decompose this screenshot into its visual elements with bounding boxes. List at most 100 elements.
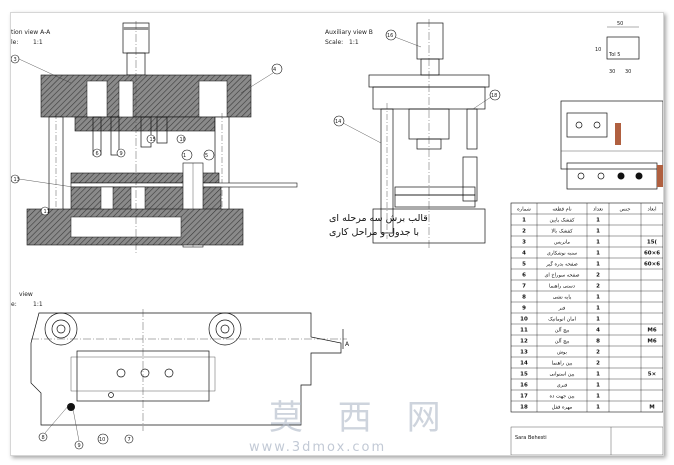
dim-30-right: 30 — [625, 69, 631, 75]
table-cell: 1 — [596, 394, 600, 400]
table-cell: 5× — [648, 372, 656, 378]
balloon: 6 — [96, 151, 99, 157]
table-cell: 1 — [596, 372, 600, 378]
table-cell: 5 — [522, 262, 526, 268]
balloon: 7 — [128, 437, 131, 443]
dim-50: 50 — [617, 21, 623, 27]
table-cell: 17 — [520, 394, 528, 400]
table-cell: 1 — [596, 405, 600, 411]
strip-layout — [560, 100, 663, 190]
table-cell: 15 — [520, 372, 528, 378]
table-cell: مهره قفل — [552, 405, 573, 411]
table-cell: 2 — [596, 284, 600, 290]
table-cell: 2 — [522, 229, 526, 235]
table-cell: فنر — [558, 306, 566, 312]
balloon: 4 — [273, 67, 276, 73]
table-cell: فنری — [557, 383, 568, 389]
table-cell: 1 — [596, 240, 600, 246]
balloon: 9 — [120, 151, 123, 157]
table-cell: صفحه سوراخ ای — [545, 273, 580, 279]
table-cell: امان اتوماتیک — [548, 317, 576, 323]
top-balloons: 8 9 10 7 — [38, 404, 134, 450]
table-header: شماره — [517, 207, 531, 213]
designer-name: Sara Behesti — [515, 435, 547, 441]
table-cell: 4 — [522, 251, 526, 257]
table-cell: 11 — [520, 328, 528, 334]
table-cell: صفحه بدره گیر — [545, 261, 578, 268]
balloon: 3 — [14, 57, 17, 63]
balloon: 18 — [491, 93, 497, 99]
table-cell: پین راهنما — [552, 361, 573, 367]
table-cell: پین استوانی — [550, 372, 576, 378]
balloon: 10 — [99, 437, 105, 443]
table-cell: 60×6 — [644, 251, 660, 257]
balloon: 9 — [78, 443, 81, 449]
table-cell: 2 — [596, 350, 600, 356]
balloon: 1 — [183, 153, 186, 159]
auxiliary-view: Auxiliary view B Scale: 1:1 16 18 14 — [325, 19, 501, 249]
table-header: جنس — [620, 207, 631, 213]
balloon: 8 — [42, 435, 45, 441]
table-header: نام قطعه — [552, 207, 571, 213]
table-cell: 2 — [596, 361, 600, 367]
top-view-title: view — [19, 291, 33, 298]
table-cell: سنبه نوشکاری — [547, 251, 577, 257]
table-cell: 16 — [520, 383, 528, 389]
annotation-line-2: با جدول و مراحل کاری — [329, 227, 419, 238]
table-header: ابعاد — [648, 207, 657, 213]
balloon: 10 — [180, 137, 186, 143]
dim-30-left: 30 — [609, 69, 615, 75]
table-cell: 8 — [596, 339, 600, 345]
table-cell: 6 — [522, 273, 526, 279]
auxiliary-view-scale: 1:1 — [349, 39, 359, 46]
table-cell: M — [649, 405, 654, 411]
table-cell: پیچ آلن — [555, 338, 570, 345]
table-cell: پایه تشی — [553, 295, 572, 301]
table-cell: M6 — [647, 328, 656, 334]
engineering-drawing: tion view A-A le: 1:1 — [11, 19, 663, 455]
table-cell: کفشک بالا — [551, 229, 573, 235]
table-cell: 3 — [522, 240, 526, 246]
table-cell: 1 — [596, 295, 600, 301]
top-view-scale: 1:1 — [33, 301, 43, 308]
balloon: 16 — [387, 33, 393, 39]
table-cell: 1 — [596, 262, 600, 268]
section-view-title: tion view A-A — [11, 29, 51, 36]
table-cell: 2 — [596, 273, 600, 279]
dim-10: 10 — [595, 47, 601, 53]
section-marker: A — [345, 341, 350, 348]
table-cell: 10 — [520, 317, 528, 323]
auxiliary-view-scale-label: Scale: — [325, 39, 343, 46]
watermark-url: www.3dmox.com — [249, 440, 386, 455]
table-cell: 14 — [520, 361, 528, 367]
balloon: 13 — [14, 177, 20, 183]
table-cell: 1 — [596, 218, 600, 224]
table-cell: 7 — [522, 284, 526, 290]
section-view: tion view A-A le: 1:1 — [11, 21, 298, 253]
table-cell: 1 — [596, 229, 600, 235]
section-view-scale-label: le: — [11, 39, 18, 46]
table-cell: 9 — [522, 306, 526, 312]
top-view-scale-label: e: — [11, 301, 17, 308]
table-cell: M6 — [647, 339, 656, 345]
auxiliary-balloons: 16 18 14 — [333, 29, 501, 144]
drawing-sheet: tion view A-A le: 1:1 — [10, 12, 664, 456]
table-header: تعداد — [593, 207, 604, 213]
table-cell: 4 — [596, 328, 600, 334]
table-cell: 13 — [520, 350, 528, 356]
table-cell: 1 — [596, 383, 600, 389]
table-cell: کفشک پایین — [549, 218, 575, 224]
table-cell: 18 — [520, 405, 528, 411]
auxiliary-view-title: Auxiliary view B — [325, 29, 373, 36]
table-cell: 12 — [520, 339, 528, 345]
balloon: 14 — [335, 119, 341, 125]
table-cell: 1 — [596, 251, 600, 257]
table-cell: ماتریس — [554, 240, 570, 246]
section-view-scale: 1:1 — [33, 39, 43, 46]
table-cell: بوش — [557, 350, 567, 356]
balloon: 5 — [205, 153, 208, 159]
table-cell: 8 — [522, 295, 526, 301]
section-balloons: 3 13 11 4 6 9 15 10 1 5 — [11, 54, 283, 216]
top-view: view e: 1:1 A 8 9 10 7 — [11, 291, 350, 450]
